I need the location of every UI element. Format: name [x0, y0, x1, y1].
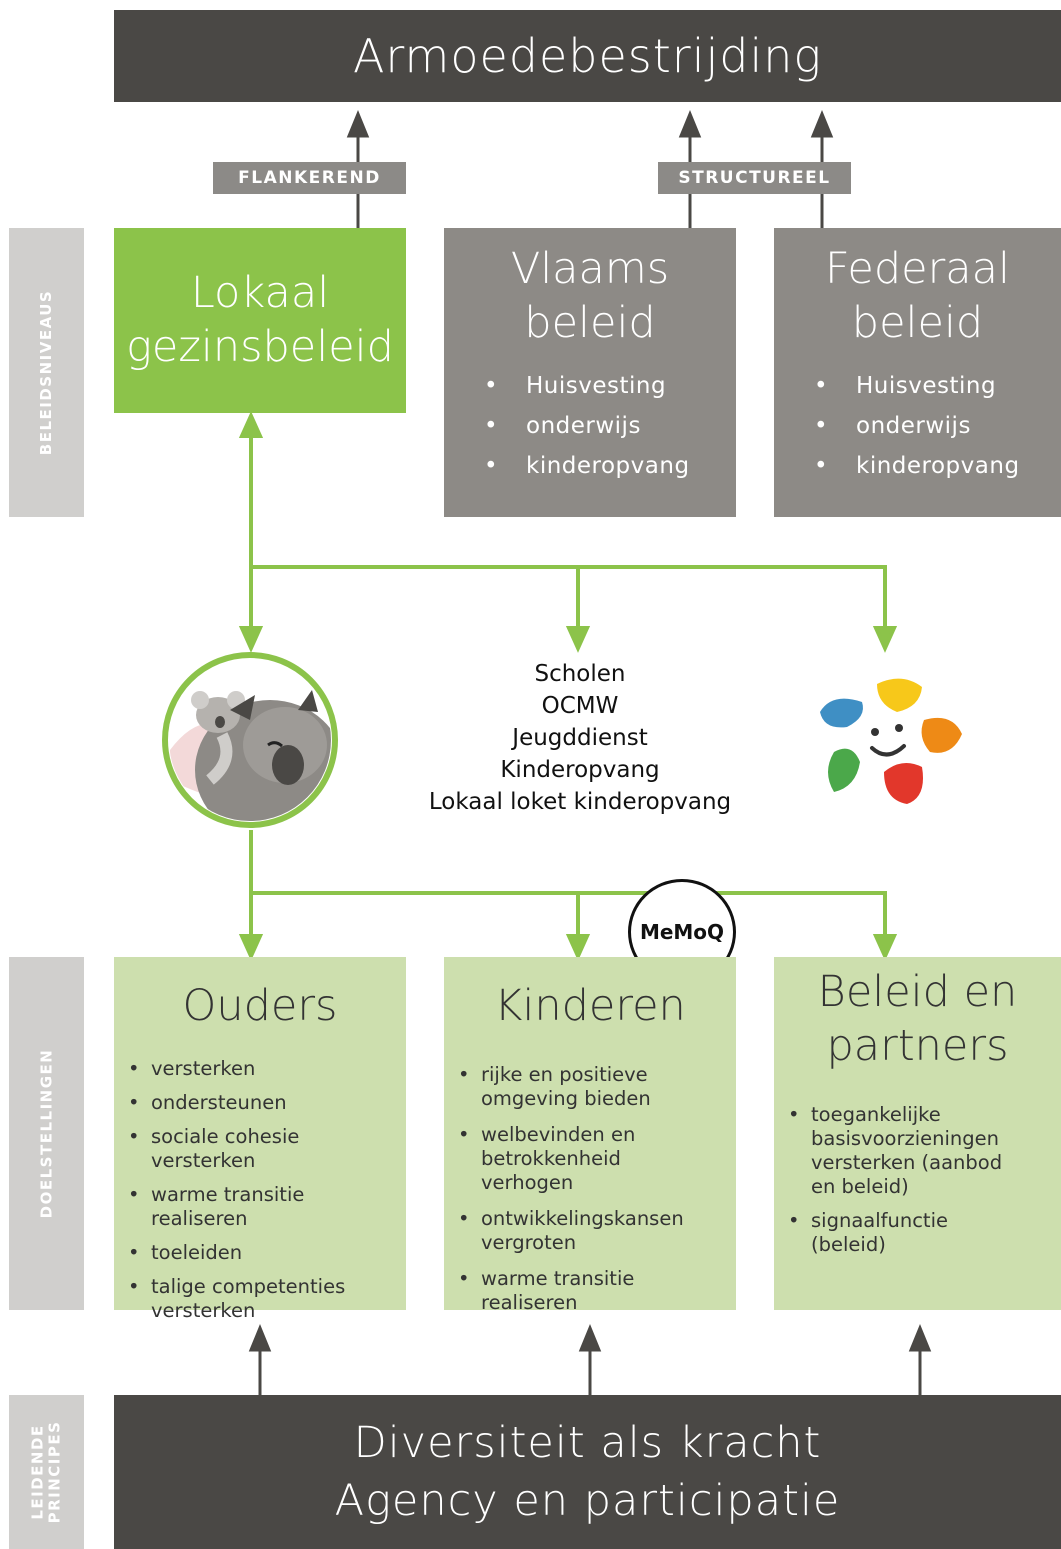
side-label-doelstellingen: DOELSTELLINGEN [9, 957, 84, 1310]
bottom-banner-line: Agency en participatie [334, 1476, 841, 1526]
list-item: toegankelijke basisvoorzieningen verster… [774, 1103, 1021, 1199]
side-label-line: LEIDENDE [28, 1424, 47, 1520]
goal-title-line: partners [826, 1021, 1009, 1071]
bottom-banner-line: Diversiteit als kracht [353, 1418, 822, 1468]
top-banner-title: Armoedebestrijding [352, 29, 823, 83]
list-item: kinderopvang [814, 446, 1061, 486]
list-item: toeleiden [114, 1241, 406, 1265]
list-item: sociale cohesie versterken [114, 1125, 406, 1173]
goal-title: Beleid en partners [774, 965, 1061, 1073]
list-item: Huisvesting [814, 366, 1061, 406]
flower-icon [820, 678, 962, 804]
list-item: signaalfunctie (beleid) [774, 1209, 1021, 1257]
goal-box-kinderen: Kinderen rijke en positieve omgeving bie… [444, 957, 736, 1314]
goal-list: toegankelijke basisvoorzieningen verster… [774, 1103, 1061, 1257]
policy-list: Huisvesting onderwijs kinderopvang [774, 366, 1061, 486]
list-item: onderwijs [814, 406, 1061, 446]
side-label-beleidsniveaus: BELEIDSNIVEAUS [9, 228, 84, 517]
list-item: versterken [114, 1057, 406, 1081]
list-item: onderwijs [484, 406, 736, 446]
side-label-line: PRINCIPES [45, 1420, 64, 1524]
policy-title-line: Federaal [825, 244, 1010, 294]
policy-title-line: gezinsbeleid [126, 322, 394, 372]
dark-arrows-bottom [248, 1324, 932, 1395]
list-item: Huisvesting [484, 366, 736, 406]
list-item: rijke en positieve omgeving bieden [444, 1063, 716, 1111]
goal-list: versterken ondersteunen sociale cohesie … [114, 1057, 406, 1323]
policy-title: Lokaal gezinsbeleid [114, 266, 406, 374]
partner-list: Scholen OCMW Jeugddienst Kinderopvang Lo… [400, 658, 760, 818]
list-item: Jeugddienst [512, 725, 648, 751]
side-label-text: BELEIDSNIVEAUS [37, 289, 56, 456]
policy-list: Huisvesting onderwijs kinderopvang [444, 366, 736, 486]
tag-structureel-label: STRUCTUREEL [678, 168, 831, 188]
goal-box-beleid-partners: Beleid en partners toegankelijke basisvo… [774, 957, 1061, 1310]
list-item: ontwikkelingskansen vergroten [444, 1207, 716, 1255]
list-item: OCMW [541, 693, 619, 719]
green-connectors [238, 411, 898, 961]
list-item: ondersteunen [114, 1091, 406, 1115]
goal-list: rijke en positieve omgeving bieden welbe… [444, 1063, 736, 1315]
tag-structureel: STRUCTUREEL [658, 162, 851, 194]
side-label-text: LEIDENDE PRINCIPES [28, 1420, 64, 1524]
list-item: Lokaal loket kinderopvang [428, 789, 732, 815]
side-label-text: DOELSTELLINGEN [37, 1048, 55, 1219]
koala-icon [162, 652, 338, 828]
goal-title: Ouders [182, 981, 338, 1031]
policy-title-line: beleid [851, 298, 984, 348]
list-item: Scholen [534, 661, 626, 687]
bottom-banner: Diversiteit als kracht Agency en partici… [114, 1395, 1061, 1549]
policy-box-federaal: Federaal beleid Huisvesting onderwijs ki… [774, 228, 1061, 517]
goal-title: Kinderen [494, 981, 686, 1031]
tag-flankerend: FLANKEREND [213, 162, 406, 194]
list-item: welbevinden en betrokkenheid verhogen [444, 1123, 716, 1195]
goal-box-ouders: Ouders versterken ondersteunen sociale c… [114, 957, 406, 1322]
policy-title-line: beleid [524, 298, 656, 348]
policy-box-lokaal: Lokaal gezinsbeleid [114, 228, 406, 413]
memoq-label: MeMoQ [639, 920, 725, 944]
list-item: warme transitie realiseren [114, 1183, 406, 1231]
goal-title-line: Beleid en [817, 967, 1018, 1017]
policy-box-vlaams: Vlaams beleid Huisvesting onderwijs kind… [444, 228, 736, 517]
policy-title: Vlaams beleid [444, 242, 736, 350]
list-item: Kinderopvang [500, 757, 660, 783]
list-item: kinderopvang [484, 446, 736, 486]
list-item: warme transitie realiseren [444, 1267, 716, 1315]
list-item: talige competenties versterken [114, 1275, 406, 1323]
side-label-leidende-principes: LEIDENDE PRINCIPES [9, 1395, 84, 1549]
policy-title-line: Lokaal [190, 268, 330, 318]
policy-title-line: Vlaams [510, 244, 670, 294]
policy-title: Federaal beleid [774, 242, 1061, 350]
tag-flankerend-label: FLANKEREND [238, 168, 381, 188]
top-banner: Armoedebestrijding [114, 10, 1061, 102]
